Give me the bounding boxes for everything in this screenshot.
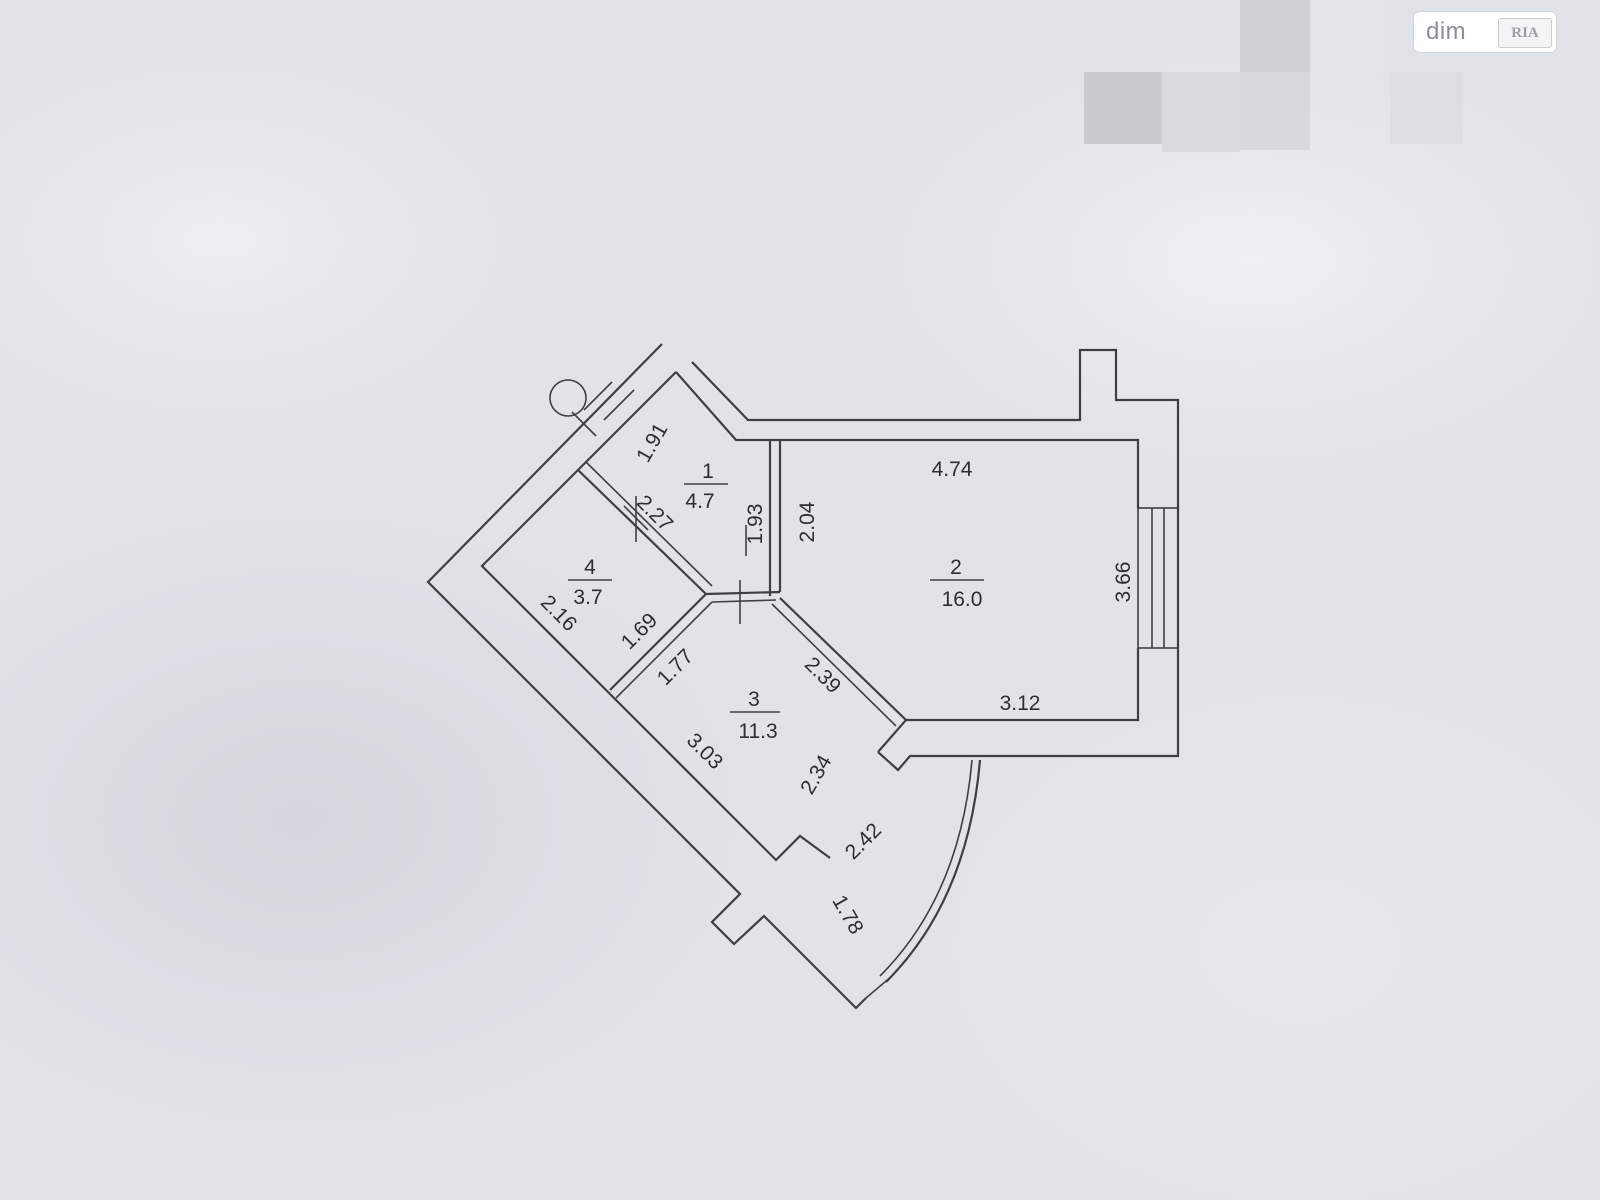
- room-area: 4.7: [685, 490, 714, 513]
- partition-4-3: [609, 593, 707, 691]
- top-wall-inner: [675, 371, 1140, 508]
- dimension-label: 2.39: [800, 653, 845, 698]
- entry-door-line: [583, 381, 613, 411]
- dimria-watermark: dim RIA: [1414, 12, 1556, 52]
- room-number: 4: [584, 556, 596, 579]
- partition-hall-b: [711, 599, 777, 603]
- room-number: 2: [950, 556, 962, 579]
- partition-3-2b: [771, 603, 897, 727]
- blurred-area: [1390, 72, 1462, 144]
- dimension-label: 1.69: [617, 609, 662, 654]
- dimension-label: 4.74: [932, 458, 973, 481]
- left-wall-inner: [480, 371, 831, 862]
- room-1-label: 1 4.7: [684, 460, 728, 513]
- window-right: [1137, 507, 1179, 649]
- balcony-arc: [885, 759, 982, 983]
- dimension-label: 3.12: [1000, 692, 1041, 715]
- dimension-label: 1.78: [827, 891, 867, 938]
- dimension-label: 1.77: [653, 645, 698, 690]
- dimension-label: 2.04: [796, 501, 819, 542]
- dimension-label: 3.66: [1112, 562, 1135, 603]
- watermark-brand: dim: [1426, 18, 1467, 45]
- left-wall-outer: [426, 343, 867, 1010]
- partition-3-2: [779, 597, 907, 721]
- room-area: 16.0: [942, 588, 983, 611]
- room-area: 11.3: [738, 720, 777, 743]
- riser-symbol: [549, 379, 587, 417]
- blurred-area: [1240, 72, 1310, 150]
- dimension-label: 1.93: [744, 504, 767, 545]
- balcony-arc-inner: [879, 759, 973, 977]
- dimension-label: 2.42: [841, 819, 886, 864]
- top-wall-outer: [691, 348, 1180, 772]
- balcony-end: [865, 975, 893, 999]
- room-3-label: 3 11.3: [730, 688, 780, 743]
- room-4-label: 4 3.7: [568, 556, 612, 609]
- blurred-area: [1240, 0, 1310, 72]
- dimension-label: 2.34: [796, 751, 837, 798]
- partition-4-1b: [585, 461, 713, 587]
- room-2-label: 2 16.0: [930, 556, 984, 611]
- entry-door-line: [603, 389, 635, 421]
- room-area: 3.7: [573, 586, 602, 609]
- right-wall-inner: [877, 648, 1140, 753]
- partition-4-3b: [615, 601, 713, 699]
- dimension-label: 3.03: [682, 729, 727, 774]
- partition-4-1: [577, 469, 707, 595]
- dimension-label: 1.91: [632, 419, 672, 466]
- room-number: 3: [748, 688, 760, 711]
- partition-hall: [705, 590, 781, 596]
- entry-door-line: [571, 411, 597, 437]
- blurred-area: [1310, 0, 1390, 72]
- blurred-area: [1162, 72, 1240, 152]
- room-number: 1: [702, 460, 714, 483]
- blurred-area: [1084, 72, 1162, 144]
- watermark-badge: RIA: [1498, 18, 1552, 48]
